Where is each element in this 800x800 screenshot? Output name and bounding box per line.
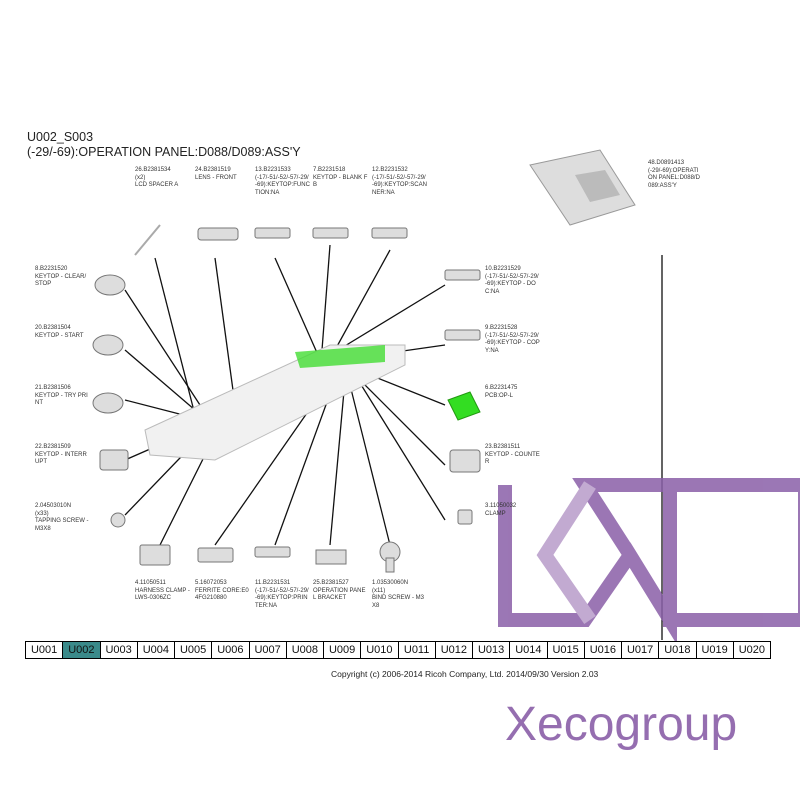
tab-u019[interactable]: U019 (697, 642, 734, 658)
tab-u017[interactable]: U017 (622, 642, 660, 658)
part-label-23[interactable]: 23.B2381511 KEYTOP - COUNTE R (485, 444, 540, 465)
part-label-22[interactable]: 22.B2381509 KEYTOP - INTERR UPT (35, 444, 87, 465)
pcb-in-assembly (295, 345, 385, 368)
part-label-7[interactable]: 7.B2231518 KEYTOP - BLANK F B (313, 167, 368, 188)
tab-u016[interactable]: U016 (585, 642, 622, 658)
page-code: U002_S003 (27, 130, 94, 144)
tab-u015[interactable]: U015 (548, 642, 585, 658)
pcb-part-image (447, 391, 481, 421)
tab-u009[interactable]: U009 (324, 642, 362, 658)
tab-u003[interactable]: U003 (101, 642, 138, 658)
tab-u013[interactable]: U013 (473, 642, 511, 658)
watermark-text: Xecogroup (505, 698, 737, 751)
tab-u004[interactable]: U004 (138, 642, 175, 658)
part-label-26[interactable]: 26.B2381534 (x2) LCD SPACER A (135, 167, 179, 188)
page-title: (-29/-69):OPERATION PANEL:D088/D089:ASS'… (27, 145, 301, 159)
tab-u006[interactable]: U006 (212, 642, 250, 658)
copyright: Copyright (c) 2006-2014 Ricoh Company, L… (331, 669, 599, 679)
tab-u014[interactable]: U014 (510, 642, 548, 658)
part-label-24[interactable]: 24.B2381519 LENS - FRONT (195, 167, 237, 181)
part-label-8[interactable]: 8.B2231520 KEYTOP - CLEAR/ STOP (35, 266, 87, 287)
part-label-4[interactable]: 4.11050511 HARNESS CLAMP - LWS-0306ZC (135, 580, 190, 601)
part-label-3[interactable]: 3.11050032 CLAMP (485, 503, 517, 517)
part-label-10[interactable]: 10.B2231529 (-17/-51/-52/-57/-29/ -69):K… (485, 266, 539, 295)
part-label-13[interactable]: 13.B2231533 (-17/-51/-52/-57/-29/ -69):K… (255, 167, 310, 196)
tab-u005[interactable]: U005 (175, 642, 213, 658)
tab-u012[interactable]: U012 (436, 642, 473, 658)
part-label-1[interactable]: 1.03530060N (x11) BIND SCREW - M3 X8 (372, 580, 425, 609)
part-label-20[interactable]: 20.B2381504 KEYTOP - START (35, 325, 84, 339)
tab-u001[interactable]: U001 (26, 642, 64, 658)
tab-u011[interactable]: U011 (399, 642, 436, 658)
part-label-11[interactable]: 11.B2231531 (-17/-51/-52/-57/-29/ -69):K… (255, 580, 309, 609)
tab-u007[interactable]: U007 (250, 642, 287, 658)
watermark-logo (498, 478, 800, 645)
part-label-21[interactable]: 21.B2381506 KEYTOP - TRY PRI NT (35, 385, 88, 406)
part-label-12[interactable]: 12.B2231532 (-17/-51/-52/-57/-29/ -69):K… (372, 167, 427, 196)
tab-u002[interactable]: U002 (63, 642, 101, 658)
part-label-48[interactable]: 48.D0891413 (-29/-69):OPERATI ON PANEL:D… (648, 160, 700, 189)
tab-u018[interactable]: U018 (659, 642, 697, 658)
part-label-2[interactable]: 2.04503010N (x33) TAPPING SCREW - M3X8 (35, 503, 89, 532)
part-label-6[interactable]: 6.B2231475 PCB:OP-L (485, 385, 518, 399)
operation-panel-assembly (144, 344, 406, 461)
part-label-5[interactable]: 5.16072053 FERRITE CORE:E0 4FG210880 (195, 580, 249, 601)
tab-u008[interactable]: U008 (287, 642, 324, 658)
tab-u010[interactable]: U010 (361, 642, 399, 658)
part-label-9[interactable]: 9.B2231528 (-17/-51/-52/-57/-29/ -69):KE… (485, 325, 540, 354)
part-label-25[interactable]: 25.B2381527 OPERATION PANE L BRACKET (313, 580, 366, 601)
tab-u020[interactable]: U020 (738, 644, 766, 656)
